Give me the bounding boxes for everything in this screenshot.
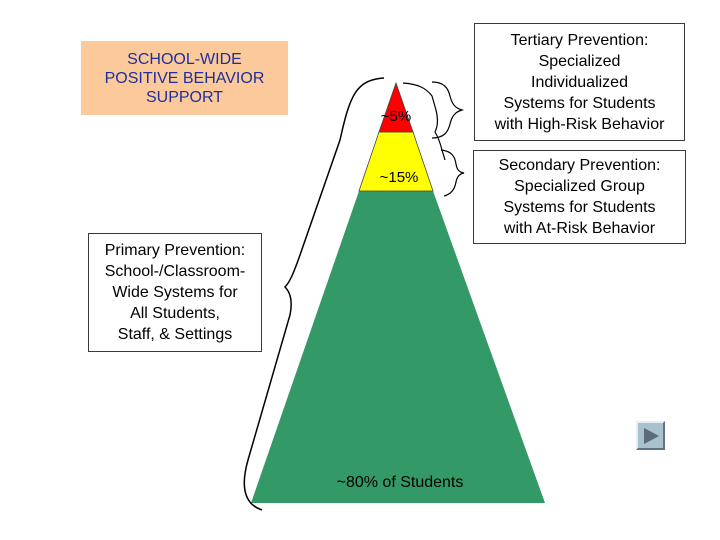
tertiary-line-2: Specialized <box>538 52 621 70</box>
tertiary-prevention-callout: Tertiary Prevention: Specialized Individ… <box>474 23 685 141</box>
secondary-brace <box>440 149 465 197</box>
secondary-line-2: Specialized Group <box>514 178 645 195</box>
tertiary-line-5: with High-Risk Behavior <box>494 115 665 133</box>
primary-brace <box>243 77 385 511</box>
title-line-2: POSITIVE BEHAVIOR <box>104 69 265 87</box>
pyramid-tier-primary <box>251 191 545 503</box>
title-line-3: SUPPORT <box>145 88 224 106</box>
primary-line-4: All Students, <box>130 305 220 322</box>
secondary-line-3: Systems for Students <box>503 199 656 216</box>
primary-line-5: Staff, & Settings <box>117 326 233 343</box>
title-line-1: SCHOOL-WIDE <box>127 50 242 68</box>
next-slide-button[interactable] <box>636 421 665 450</box>
primary-line-2: School-/Classroom- <box>104 263 246 280</box>
primary-line-1: Primary Prevention: <box>104 242 246 259</box>
secondary-line-4: with At-Risk Behavior <box>503 220 656 237</box>
secondary-line-1: Secondary Prevention: <box>498 157 661 174</box>
tertiary-percent-label: ~5% <box>380 108 412 125</box>
tertiary-brace-outer <box>431 81 465 139</box>
primary-prevention-callout: Primary Prevention: School-/Classroom- W… <box>88 233 262 352</box>
secondary-percent-label: ~15% <box>379 169 419 186</box>
tertiary-line-4: Systems for Students <box>503 94 656 112</box>
tertiary-line-1: Tertiary Prevention: <box>510 31 649 49</box>
pyramid-tier-tertiary <box>378 81 414 133</box>
tertiary-brace <box>402 82 446 161</box>
primary-percent-label: ~80% of Students <box>336 474 464 491</box>
secondary-prevention-callout: Secondary Prevention: Specialized Group … <box>473 150 686 244</box>
tertiary-line-3: Individualized <box>531 73 628 91</box>
primary-line-3: Wide Systems for <box>112 284 238 301</box>
title-box: SCHOOL-WIDE POSITIVE BEHAVIOR SUPPORT <box>81 41 288 115</box>
play-triangle-icon <box>644 428 659 444</box>
